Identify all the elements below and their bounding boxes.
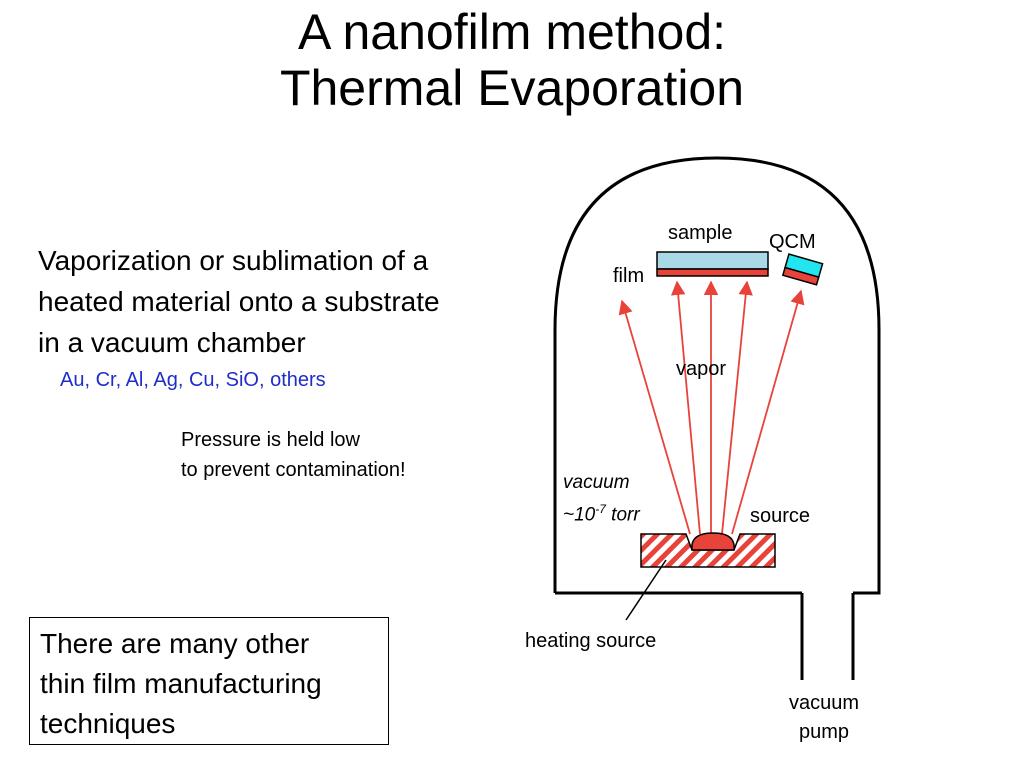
- description-line-1: Vaporization or sublimation of a: [38, 245, 429, 276]
- source-label: source: [750, 505, 811, 527]
- sample-substrate: [656, 251, 769, 270]
- film-layer: [656, 268, 769, 277]
- pressure-note: Pressure is held low to prevent contamin…: [181, 425, 406, 485]
- pressure-note-line-2: to prevent contamination!: [181, 459, 406, 481]
- materials-list: Au, Cr, Al, Ag, Cu, SiO, others: [60, 369, 326, 391]
- qcm-label: QCM: [769, 231, 816, 253]
- vapor-arrows: [618, 280, 805, 535]
- title-line-2: Thermal Evaporation: [279, 60, 745, 116]
- description: Vaporization or sublimation of a heated …: [38, 240, 440, 363]
- note-box-line-2: thin film manufacturing: [40, 668, 322, 699]
- heating-source-label: heating source: [525, 630, 657, 652]
- qcm-sensor: [781, 253, 824, 286]
- note-box-line-3: techniques: [40, 708, 176, 739]
- vacuum-chamber: [553, 156, 881, 595]
- slide-title: A nanofilm method: Thermal Evaporation: [0, 4, 1024, 116]
- vacuum-pressure-label: vacuum ~10-7 torr: [563, 469, 640, 528]
- vacuum-label: vacuum: [563, 472, 630, 493]
- vacuum-pump-line-1: vacuum: [788, 692, 860, 714]
- vapor-arrow: [618, 299, 691, 535]
- heating-source-pointer: [625, 559, 667, 621]
- description-line-2: heated material onto a substrate: [38, 286, 440, 317]
- film-label: film: [613, 265, 645, 287]
- vacuum-pump-line-2: pump: [798, 721, 850, 743]
- description-line-3: in a vacuum chamber: [38, 327, 306, 358]
- vapor-label: vapor: [676, 358, 727, 380]
- note-box-line-1: There are many other: [40, 628, 310, 659]
- note-box: There are many other thin film manufactu…: [29, 617, 389, 745]
- pressure-note-line-1: Pressure is held low: [181, 429, 360, 451]
- vapor-arrow: [671, 280, 701, 535]
- vapor-arrow: [731, 289, 805, 535]
- vacuum-pump-label: vacuum pump: [774, 689, 874, 747]
- source-material: [691, 532, 735, 551]
- title-line-1: A nanofilm method:: [297, 4, 727, 60]
- sample-label: sample: [668, 222, 733, 244]
- vapor-arrow: [721, 280, 753, 535]
- pressure-value: ~10-7 torr: [563, 502, 640, 526]
